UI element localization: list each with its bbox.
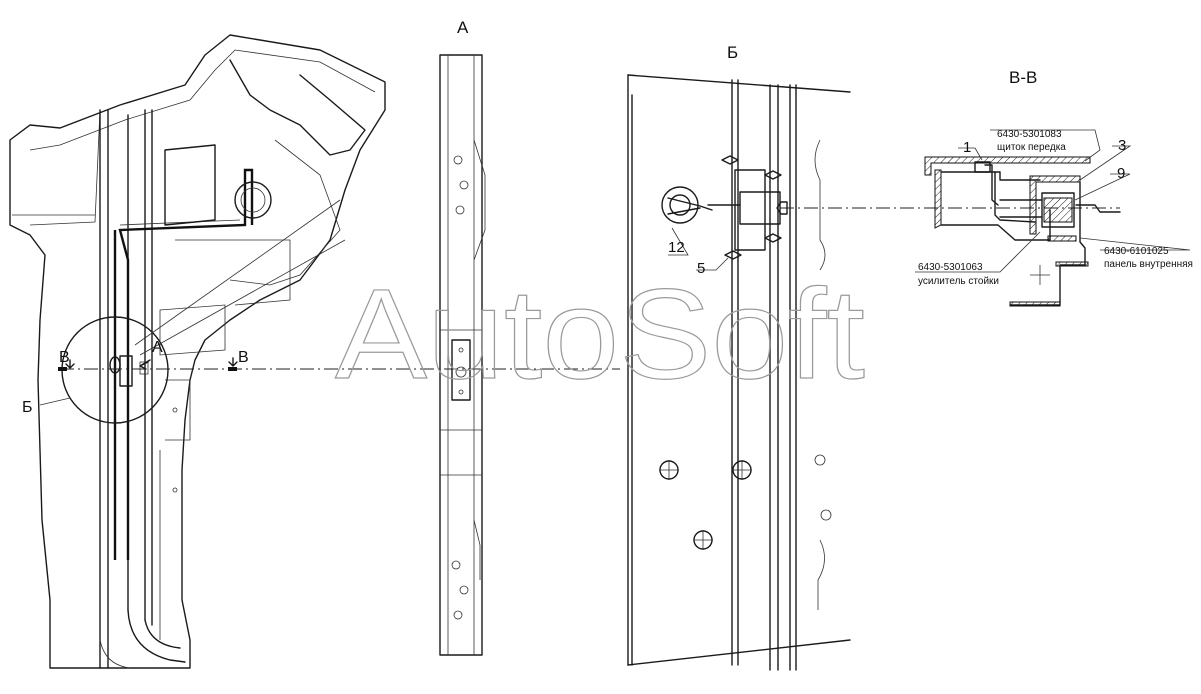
view-a [439, 54, 486, 656]
callout-9: 9 [1117, 165, 1125, 182]
cut-label-left: В [59, 349, 70, 366]
callout-3: 3 [1118, 137, 1126, 154]
view-b [627, 74, 1120, 671]
view-a-title: А [457, 18, 469, 37]
main-view [9, 34, 620, 669]
view-b-title: Б [727, 43, 738, 62]
cut-label-right: В [238, 349, 249, 366]
section-bb [915, 129, 1191, 307]
reinforcement-code: 6430-5301063 [918, 262, 983, 273]
reinforcement-name: усилитель стойки [918, 276, 999, 287]
section-bb-title: В-В [1009, 68, 1037, 87]
detail-b-marker: Б [22, 399, 33, 416]
callout-1: 1 [963, 139, 971, 156]
shield-code: 6430-5301083 [997, 129, 1062, 140]
callout-12: 12 [668, 239, 685, 256]
callout-5: 5 [697, 260, 705, 277]
watermark: AutoSoft [335, 263, 865, 406]
panel-name: панель внутренняя [1104, 259, 1193, 270]
panel-code: 6430-6101025 [1104, 246, 1169, 257]
shield-name: щиток передка [997, 142, 1066, 153]
view-a-marker: А [152, 339, 163, 356]
